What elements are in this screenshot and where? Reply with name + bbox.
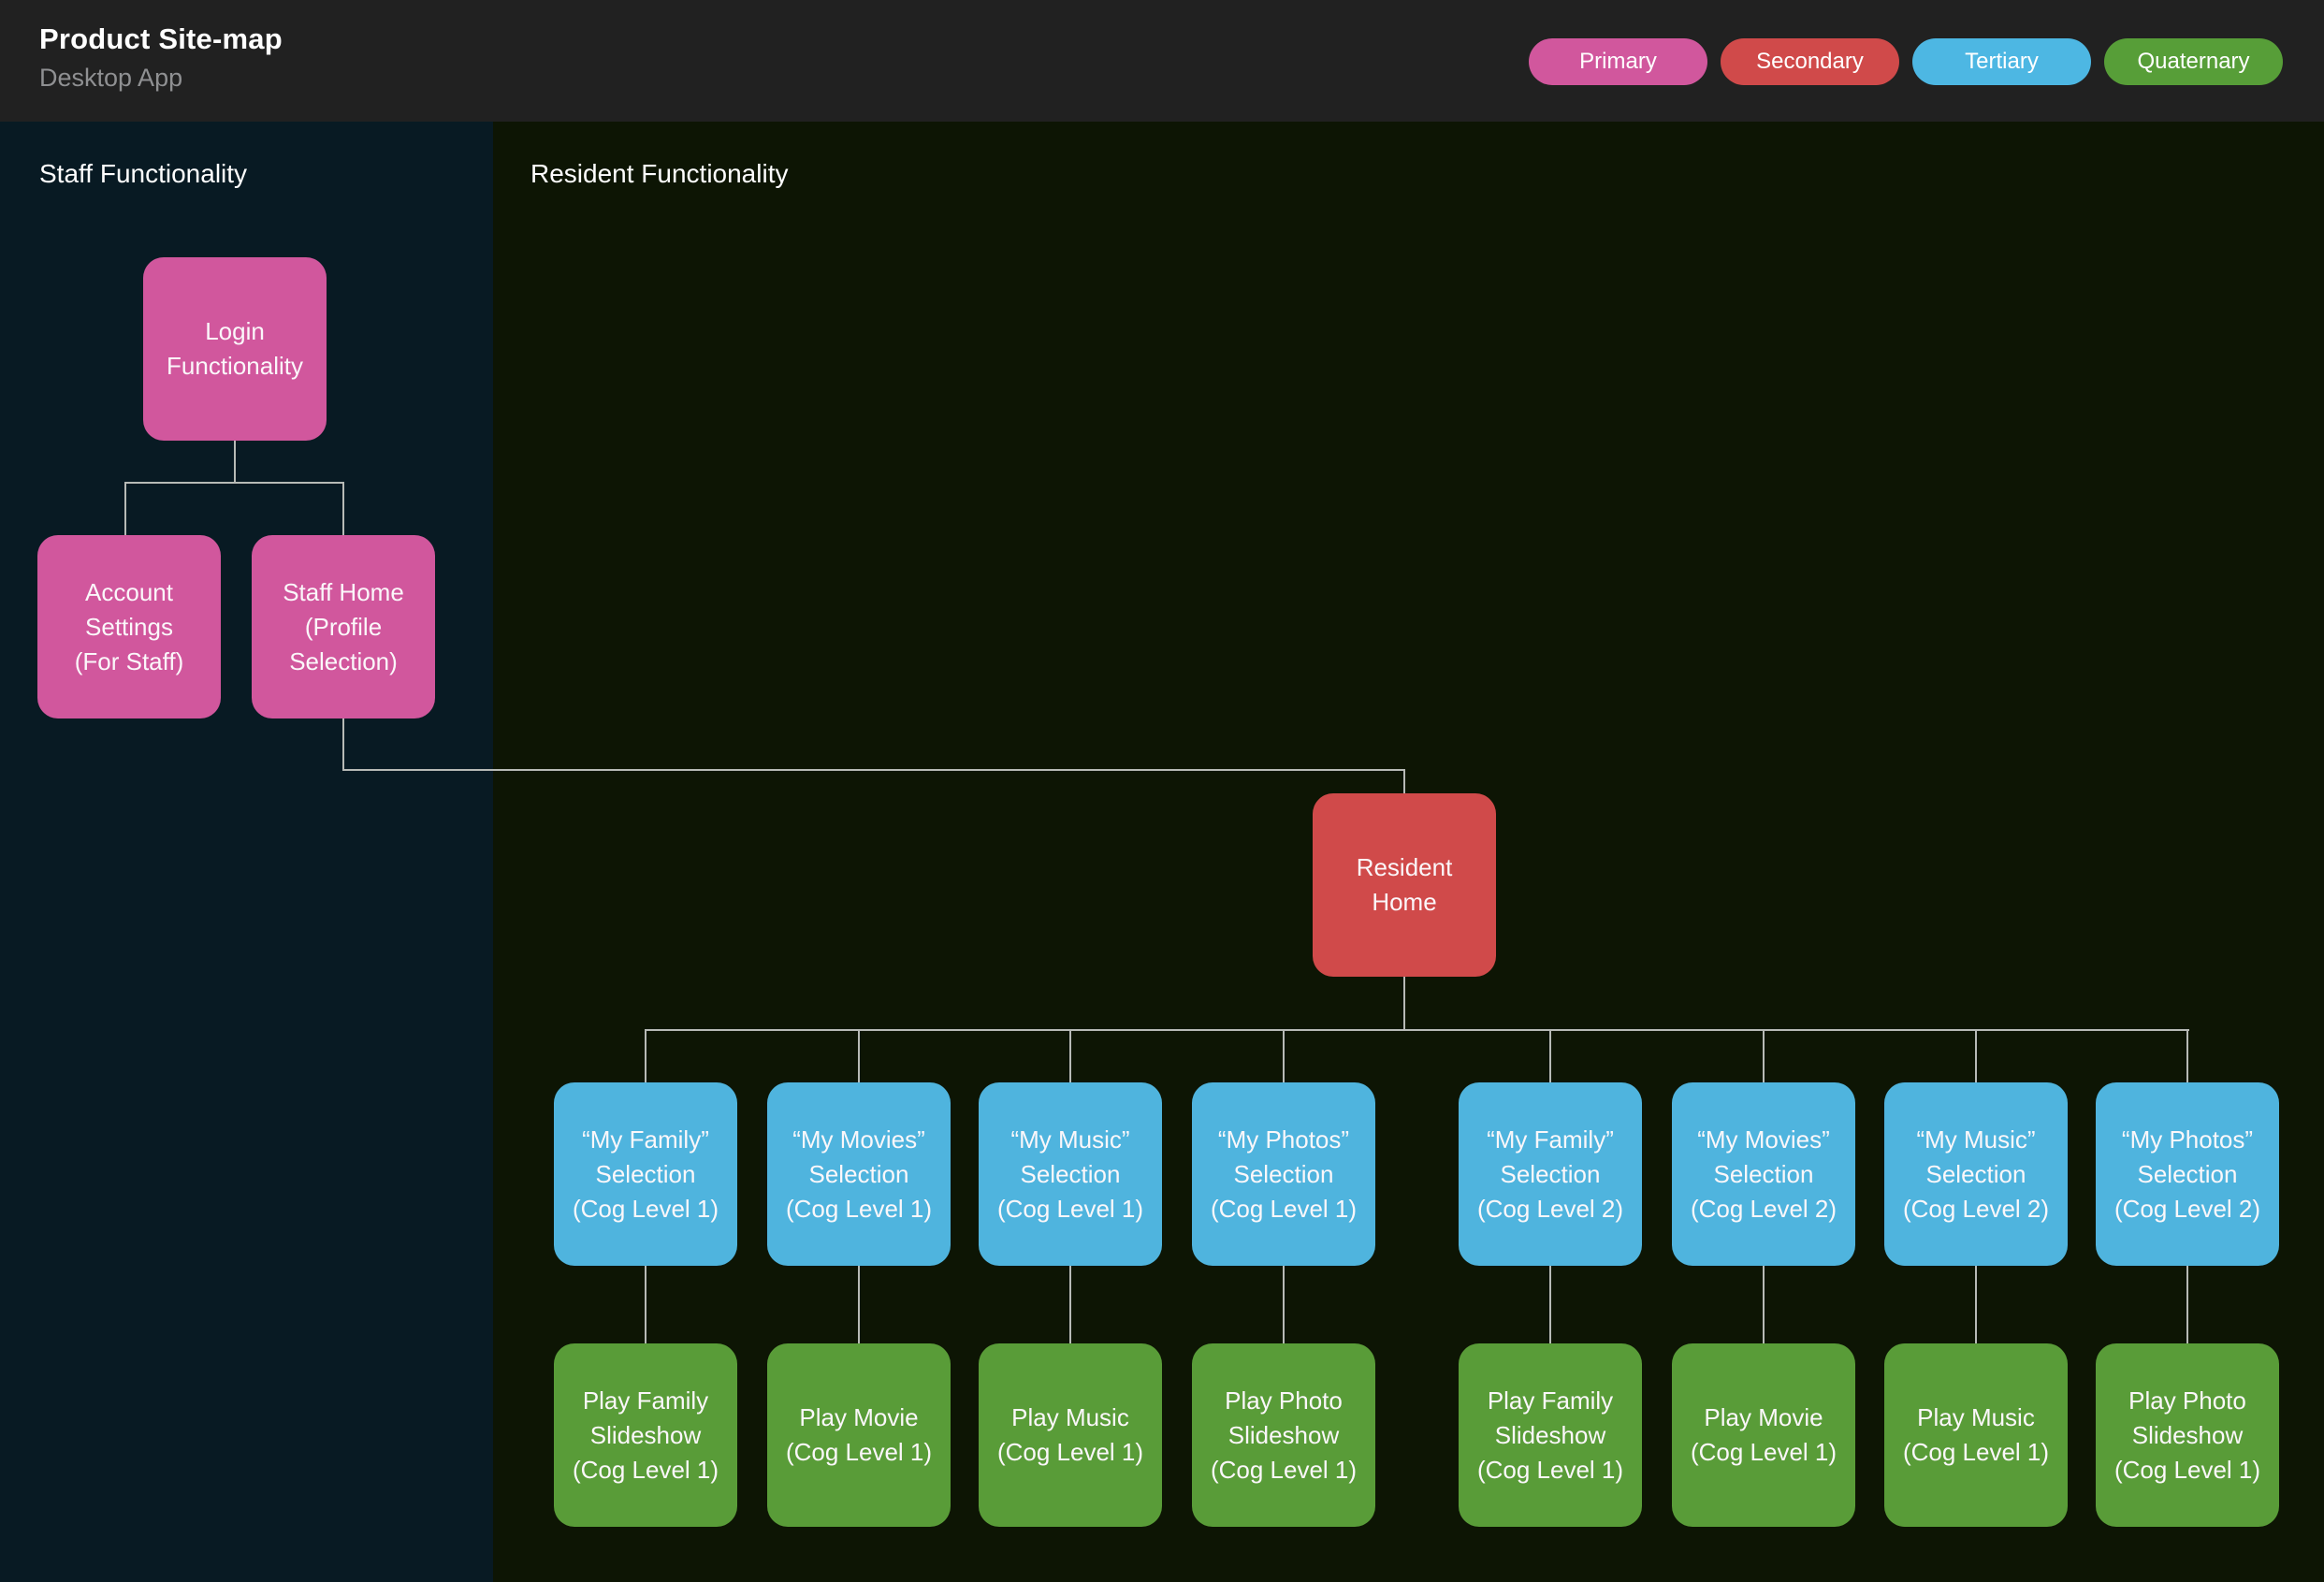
legend-button-primary[interactable]: Primary — [1529, 38, 1707, 85]
node-selection-8[interactable]: “My Photos” Selection (Cog Level 2) — [2096, 1082, 2279, 1266]
connector-line — [645, 1266, 646, 1343]
connector-line — [1283, 1029, 1285, 1082]
connector-line — [342, 718, 344, 771]
connector-line — [2186, 1029, 2188, 1082]
connector-line — [1069, 1266, 1071, 1343]
connector-line — [645, 1029, 2189, 1031]
connector-line — [124, 482, 126, 535]
connector-line — [1763, 1266, 1765, 1343]
node-action-5[interactable]: Play Family Slideshow (Cog Level 1) — [1459, 1343, 1642, 1527]
page-subtitle: Desktop App — [39, 64, 182, 93]
connector-line — [1763, 1029, 1765, 1082]
legend: Primary Secondary Tertiary Quaternary — [1529, 38, 2283, 85]
node-action-3[interactable]: Play Music (Cog Level 1) — [979, 1343, 1162, 1527]
connector-line — [858, 1266, 860, 1343]
node-action-2[interactable]: Play Movie (Cog Level 1) — [767, 1343, 951, 1527]
connector-line — [858, 1029, 860, 1082]
connector-line — [1549, 1029, 1551, 1082]
node-selection-2[interactable]: “My Movies” Selection (Cog Level 1) — [767, 1082, 951, 1266]
node-selection-4[interactable]: “My Photos” Selection (Cog Level 1) — [1192, 1082, 1375, 1266]
connector-line — [1549, 1266, 1551, 1343]
node-account-settings[interactable]: Account Settings (For Staff) — [37, 535, 221, 718]
connector-line — [1975, 1029, 1977, 1082]
node-action-4[interactable]: Play Photo Slideshow (Cog Level 1) — [1192, 1343, 1375, 1527]
connector-line — [1283, 1266, 1285, 1343]
connector-line — [1975, 1266, 1977, 1343]
resident-panel-title: Resident Functionality — [530, 159, 788, 189]
staff-panel-title: Staff Functionality — [39, 159, 247, 189]
node-staff-home[interactable]: Staff Home (Profile Selection) — [252, 535, 435, 718]
node-action-1[interactable]: Play Family Slideshow (Cog Level 1) — [554, 1343, 737, 1527]
node-action-7[interactable]: Play Music (Cog Level 1) — [1884, 1343, 2068, 1527]
node-selection-3[interactable]: “My Music” Selection (Cog Level 1) — [979, 1082, 1162, 1266]
connector-line — [234, 440, 236, 484]
node-action-6[interactable]: Play Movie (Cog Level 1) — [1672, 1343, 1855, 1527]
node-selection-1[interactable]: “My Family” Selection (Cog Level 1) — [554, 1082, 737, 1266]
connector-line — [1403, 769, 1405, 793]
connector-line — [124, 482, 344, 484]
connector-line — [645, 1029, 646, 1082]
connector-line — [1069, 1029, 1071, 1082]
connector-line — [342, 769, 1405, 771]
node-selection-6[interactable]: “My Movies” Selection (Cog Level 2) — [1672, 1082, 1855, 1266]
legend-button-quaternary[interactable]: Quaternary — [2104, 38, 2283, 85]
node-selection-5[interactable]: “My Family” Selection (Cog Level 2) — [1459, 1082, 1642, 1266]
node-selection-7[interactable]: “My Music” Selection (Cog Level 2) — [1884, 1082, 2068, 1266]
connector-line — [2186, 1266, 2188, 1343]
node-login-functionality[interactable]: Login Functionality — [143, 257, 327, 441]
node-action-8[interactable]: Play Photo Slideshow (Cog Level 1) — [2096, 1343, 2279, 1527]
node-resident-home[interactable]: Resident Home — [1313, 793, 1496, 977]
page-title: Product Site-map — [39, 22, 283, 56]
connector-line — [342, 482, 344, 535]
header-bar: Product Site-map Desktop App Primary Sec… — [0, 0, 2324, 122]
legend-button-tertiary[interactable]: Tertiary — [1912, 38, 2091, 85]
connector-line — [1403, 977, 1405, 1031]
legend-button-secondary[interactable]: Secondary — [1721, 38, 1899, 85]
